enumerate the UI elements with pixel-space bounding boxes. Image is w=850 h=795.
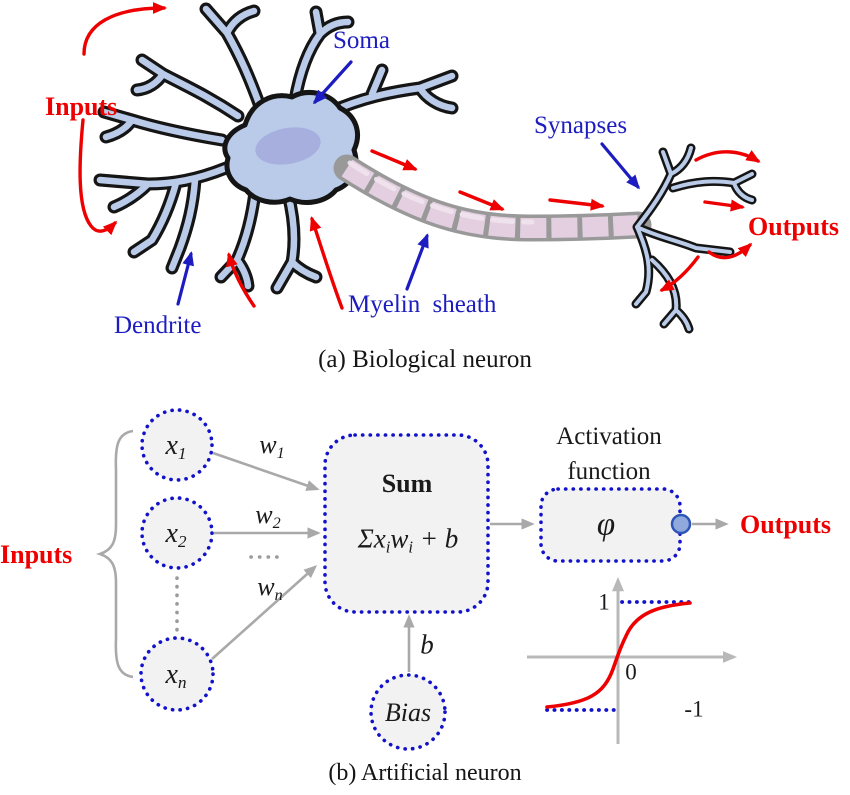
input-node-xn [139, 636, 215, 712]
input-node-x1-label: x1 [165, 430, 187, 464]
synapses-label: Synapses [534, 112, 628, 139]
sum-box-formula: Σxiwi + b [357, 523, 459, 557]
phi-symbol: φ [596, 506, 616, 543]
input-node-x2 [140, 496, 214, 570]
plot-tick-zero: 0 [625, 659, 637, 685]
caption-biological-neuron: (a) Biological neuron [318, 346, 532, 373]
bias-node [369, 673, 447, 751]
soma-label: Soma [333, 27, 390, 54]
artificial-neuron-figure [95, 408, 737, 751]
input-node-x2-label: x2 [165, 518, 187, 552]
inputs-brace [95, 429, 134, 679]
input-node-x1 [140, 408, 214, 482]
inputs-label-artificial: Inputs [0, 540, 73, 569]
inputs-label-biological: Inputs [45, 92, 118, 121]
plot-tick-minus-one: -1 [684, 696, 704, 722]
bias-node-label: Bias [384, 698, 432, 727]
myelin-sheath-label: Myelin sheath [348, 291, 497, 318]
biological-neuron-figure [78, 2, 761, 329]
nucleus [255, 127, 321, 165]
sigmoid-curve [545, 601, 692, 709]
weight-wn-label: wn [257, 572, 283, 604]
sum-box [323, 433, 490, 614]
connection-arrows [211, 451, 729, 672]
weight-w2-label: w2 [255, 500, 281, 532]
sum-box-title: Sum [381, 469, 433, 498]
output-connector-dot [670, 513, 692, 535]
axon-myelin-sheath [333, 154, 652, 242]
outputs-label-biological: Outputs [748, 212, 840, 241]
plot-tick-one: 1 [598, 589, 610, 615]
bias-weight-label: b [420, 629, 434, 660]
activation-plot [527, 577, 737, 744]
dendrite-label: Dendrite [114, 312, 202, 339]
outputs-label-artificial: Outputs [740, 510, 832, 539]
axon-terminal-branches [636, 148, 752, 329]
input-node-xn-label: xn [165, 659, 187, 693]
weight-w1-label: w1 [259, 430, 285, 462]
caption-artificial-neuron: (b) Artificial neuron [328, 760, 522, 786]
label-pointer-arrows [176, 60, 640, 306]
signal-arrows [78, 2, 761, 310]
activation-function-label: Activation function [556, 423, 662, 485]
